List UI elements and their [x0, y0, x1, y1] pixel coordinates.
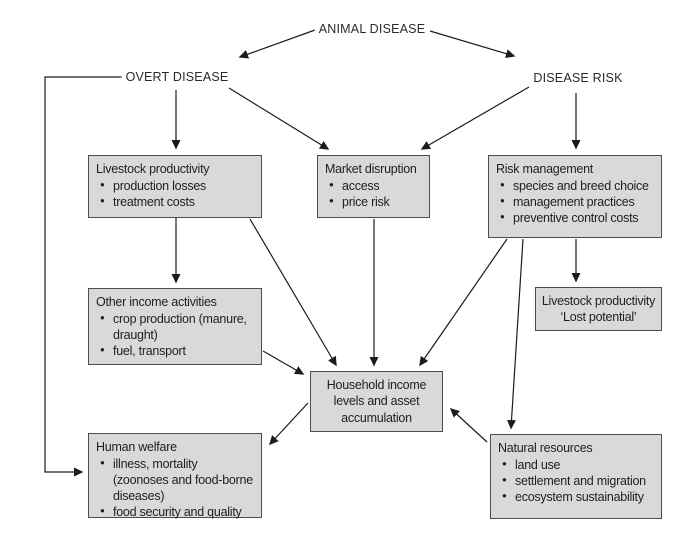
arrow-animal-to-overt	[238, 29, 316, 59]
bullet-item: species and breed choice	[496, 177, 654, 194]
box-title: Other income activities	[96, 295, 217, 309]
bullet-list: illness, mortality (zoonoses and food-bo…	[96, 455, 254, 520]
box-text: Livestock productivity ‘Lost potential’	[541, 293, 656, 325]
bullet-list: production losses treatment costs	[96, 177, 254, 210]
bullet-item: treatment costs	[96, 193, 254, 210]
arrow-livestock-to-household	[249, 218, 337, 367]
box-risk-management: Risk management species and breed choice…	[488, 155, 662, 238]
box-market-disruption: Market disruption access price risk	[317, 155, 430, 218]
arrow-otherincome-to-household	[262, 350, 305, 375]
bullet-item: management practices	[496, 193, 654, 210]
bullet-item: access	[325, 177, 422, 194]
box-title: Market disruption	[325, 162, 417, 176]
bullet-list: crop production (manure, draught) fuel, …	[96, 310, 254, 359]
node-disease-risk: DISEASE RISK	[529, 71, 627, 85]
box-other-income-activities: Other income activities crop production …	[88, 288, 262, 365]
box-title: Livestock productivity	[96, 162, 210, 176]
arrow-riskbranch-to-market	[420, 86, 530, 150]
arrow-overt-to-humanwelfare-elbow	[44, 76, 128, 477]
bullet-item: crop production (manure, draught)	[96, 310, 254, 343]
bullet-item: ecosystem sustainability	[498, 488, 654, 505]
arrow-riskmgmt-to-natural	[507, 238, 524, 430]
bullet-item: price risk	[325, 193, 422, 210]
box-text: Household income levels and asset accumu…	[326, 377, 427, 425]
bullet-list: species and breed choice management prac…	[496, 177, 654, 226]
box-title: Risk management	[496, 162, 593, 176]
box-household-income: Household income levels and asset accumu…	[310, 371, 443, 432]
bullet-list: land use settlement and migration ecosys…	[498, 456, 654, 505]
bullet-item: preventive control costs	[496, 209, 654, 226]
arrow-animal-to-risk	[429, 30, 516, 59]
bullet-item: land use	[498, 456, 654, 473]
bullet-item: food security and quality	[96, 503, 254, 520]
bullet-item: fuel, transport	[96, 342, 254, 359]
bullet-item: settlement and migration	[498, 472, 654, 489]
arrow-natural-to-household	[449, 407, 488, 443]
bullet-item: production losses	[96, 177, 254, 194]
arrow-household-to-humanwelfare	[268, 402, 309, 446]
node-animal-disease: ANIMAL DISEASE	[314, 22, 430, 36]
bullet-list: access price risk	[325, 177, 422, 210]
box-lost-potential: Livestock productivity ‘Lost potential’	[535, 287, 662, 331]
bullet-item: illness, mortality (zoonoses and food-bo…	[96, 455, 254, 504]
arrow-overt-to-market	[228, 87, 330, 150]
arrow-riskmgmt-to-household	[419, 238, 508, 367]
box-title: Human welfare	[96, 440, 177, 454]
box-natural-resources: Natural resources land use settlement an…	[490, 434, 662, 519]
box-human-welfare: Human welfare illness, mortality (zoonos…	[88, 433, 262, 520]
node-overt-disease: OVERT DISEASE	[121, 70, 233, 84]
box-title: Natural resources	[498, 441, 593, 455]
box-livestock-productivity: Livestock productivity production losses…	[88, 155, 262, 218]
